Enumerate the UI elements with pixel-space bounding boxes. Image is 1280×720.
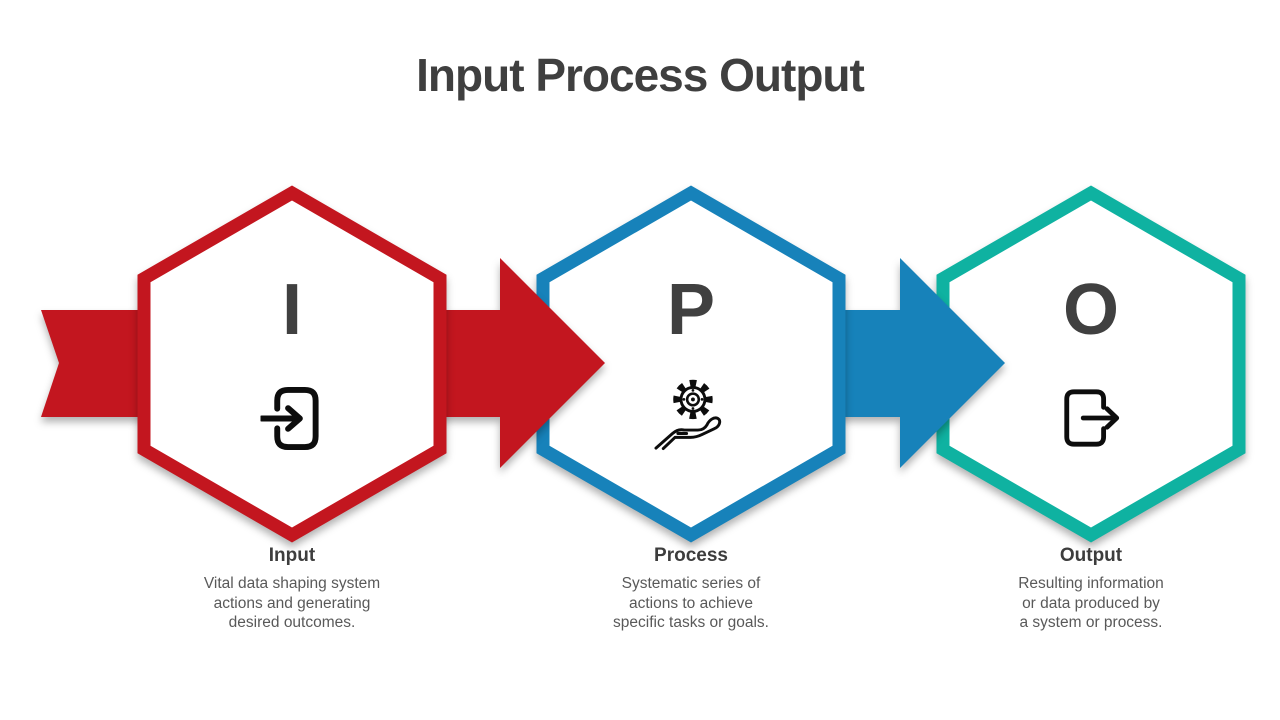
- step-label-output: Output Resulting information or data pro…: [941, 545, 1241, 633]
- hexagon-process-outline: [536, 185, 846, 543]
- step-letter-input: I: [281, 270, 302, 350]
- hexagon-output: O: [936, 185, 1246, 543]
- hexagon-process: P: [536, 185, 846, 543]
- diagram-title: Input Process Output: [416, 49, 865, 101]
- gear-hand-icon: [652, 378, 730, 457]
- step-letter-output: O: [1062, 270, 1119, 350]
- step-description-input: Vital data shaping system actions and ge…: [203, 575, 381, 632]
- hexagon-output-outline: [936, 185, 1246, 543]
- hexagon-output-border: [936, 185, 1246, 543]
- step-label-process: Process Systematic series of actions to …: [541, 545, 841, 633]
- step-description-process: Systematic series of actions to achieve …: [613, 575, 769, 632]
- hexagon-process-border: [536, 185, 846, 543]
- step-description-output: Resulting information or data produced b…: [1018, 575, 1164, 632]
- hexagon-input-border: [137, 185, 447, 543]
- hexagon-input: I: [137, 185, 447, 543]
- logout-icon: [1059, 384, 1123, 457]
- hexagon-input-outline: [137, 185, 447, 543]
- step-name-output: Output: [1059, 545, 1123, 566]
- step-letter-process: P: [666, 270, 716, 350]
- step-label-input: Input Vital data shaping system actions …: [142, 545, 442, 633]
- step-name-input: Input: [268, 545, 316, 566]
- step-name-process: Process: [654, 545, 728, 566]
- login-icon: [258, 382, 324, 458]
